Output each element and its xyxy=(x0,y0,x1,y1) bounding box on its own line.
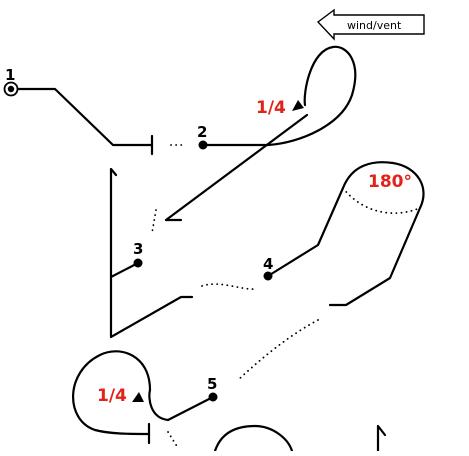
half-turn-loop xyxy=(266,161,425,307)
rotation-label-bottom: 1/4 xyxy=(97,386,127,406)
path-segment-3b xyxy=(109,261,140,279)
bottom-loop-partial xyxy=(213,424,294,453)
dotted-link-5 xyxy=(167,431,179,449)
quarter-loop-top xyxy=(205,45,357,147)
dotted-half-turn xyxy=(342,187,421,215)
dotted-link-4 xyxy=(237,319,319,381)
bottom-hook-partial xyxy=(376,424,387,453)
point-label-3: 3 xyxy=(133,240,143,258)
quarter-arrow-top xyxy=(292,100,304,111)
wind-arrow: wind/vent xyxy=(316,8,425,41)
quarter-loop-bottom xyxy=(72,350,215,436)
point-label-4: 4 xyxy=(263,255,273,273)
rotation-label-top: 1/4 xyxy=(256,98,286,118)
point-dot-2 xyxy=(198,140,208,150)
point-dot-3 xyxy=(133,258,143,268)
wind-label: wind/vent xyxy=(347,19,402,32)
path-segment-3 xyxy=(109,167,194,339)
path-segment-2 xyxy=(164,113,309,222)
quarter-arrow-bottom xyxy=(132,392,144,402)
rotation-label-half: 180° xyxy=(368,172,412,192)
point-label-1: 1 xyxy=(5,66,15,84)
path-segment-1 xyxy=(16,87,154,147)
dotted-link-3 xyxy=(201,283,256,290)
dotted-link-2 xyxy=(151,209,157,234)
point-label-5: 5 xyxy=(207,375,217,393)
start-marker xyxy=(3,81,19,97)
point-label-2: 2 xyxy=(197,123,207,141)
